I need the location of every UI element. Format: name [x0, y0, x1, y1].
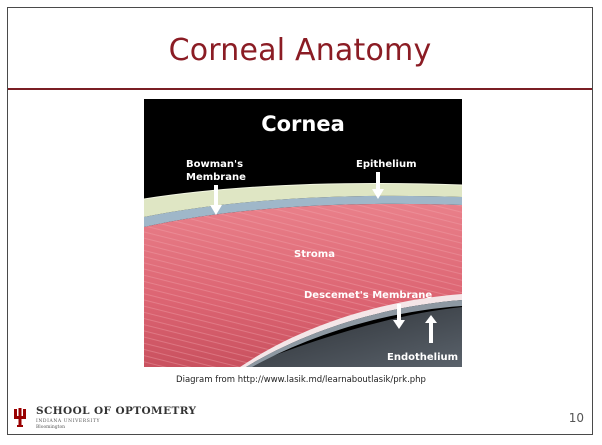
label-bowmans-line1: Bowman's: [186, 159, 243, 170]
school-logo: SCHOOL OF OPTOMETRY INDIANA UNIVERSITY B…: [12, 404, 212, 434]
label-epithelium: Epithelium: [356, 159, 417, 170]
university-name: INDIANA UNIVERSITY: [36, 419, 100, 424]
page-number: 10: [569, 411, 584, 425]
figure-caption: Diagram from http://www.lasik.md/learnab…: [0, 375, 602, 385]
cornea-diagram-svg: Cornea Bowman's Membrane Epithelium Stro…: [144, 99, 462, 367]
title-box: Corneal Anatomy: [8, 8, 592, 90]
label-descemets: Descemet's Membrane: [304, 290, 432, 301]
iu-trident-icon: [12, 406, 28, 428]
school-name: SCHOOL OF OPTOMETRY: [36, 405, 196, 417]
label-bowmans-line2: Membrane: [186, 172, 246, 183]
label-stroma: Stroma: [294, 249, 335, 260]
label-endothelium: Endothelium: [387, 352, 458, 363]
cornea-diagram: Cornea Bowman's Membrane Epithelium Stro…: [144, 99, 462, 367]
diagram-title: Cornea: [261, 112, 345, 136]
slide-title: Corneal Anatomy: [169, 33, 432, 68]
campus-name: Bloomington: [36, 425, 65, 430]
